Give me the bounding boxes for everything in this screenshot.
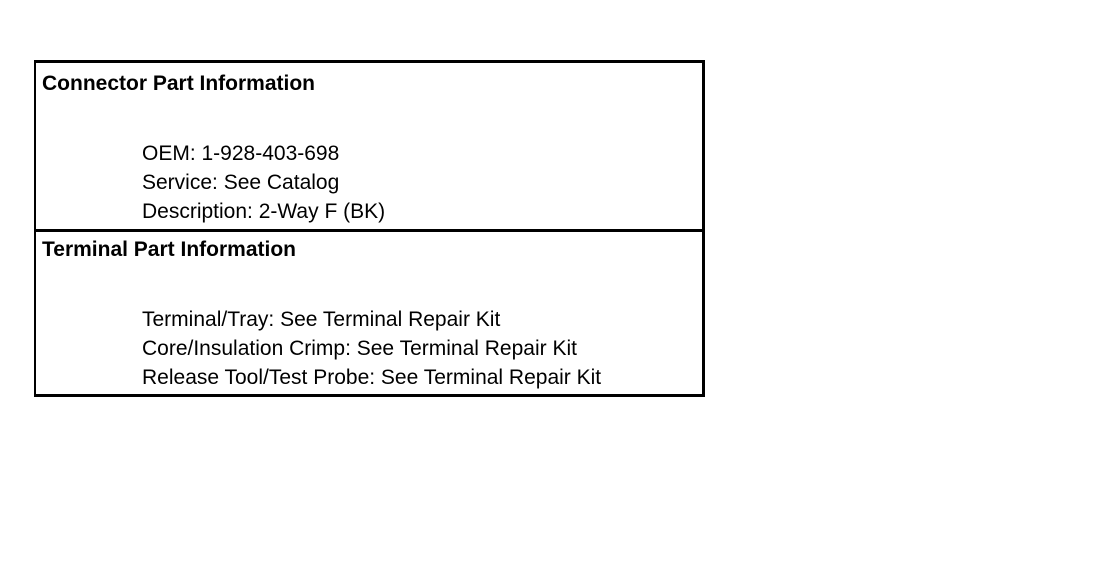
service-part-number: Service: See Catalog [142, 171, 340, 194]
core-insulation-crimp-info: Core/Insulation Crimp: See Terminal Repa… [142, 337, 577, 360]
connector-part-details: OEM: 1-928-403-698 Service: See Catalog … [142, 139, 385, 226]
section-divider [36, 229, 702, 232]
terminal-part-heading: Terminal Part Information [42, 238, 296, 261]
connector-part-heading: Connector Part Information [42, 72, 316, 95]
terminal-part-details: Terminal/Tray: See Terminal Repair Kit C… [142, 305, 601, 392]
oem-part-number: OEM: 1-928-403-698 [142, 142, 340, 165]
connector-description: Description: 2-Way F (BK) [142, 200, 386, 223]
part-information-table: Connector Part Information OEM: 1-928-40… [34, 60, 705, 397]
terminal-tray-info: Terminal/Tray: See Terminal Repair Kit [142, 308, 501, 331]
connector-part-section: Connector Part Information OEM: 1-928-40… [36, 63, 702, 229]
release-tool-test-probe-info: Release Tool/Test Probe: See Terminal Re… [142, 366, 602, 389]
terminal-part-section: Terminal Part Information Terminal/Tray:… [36, 232, 702, 394]
